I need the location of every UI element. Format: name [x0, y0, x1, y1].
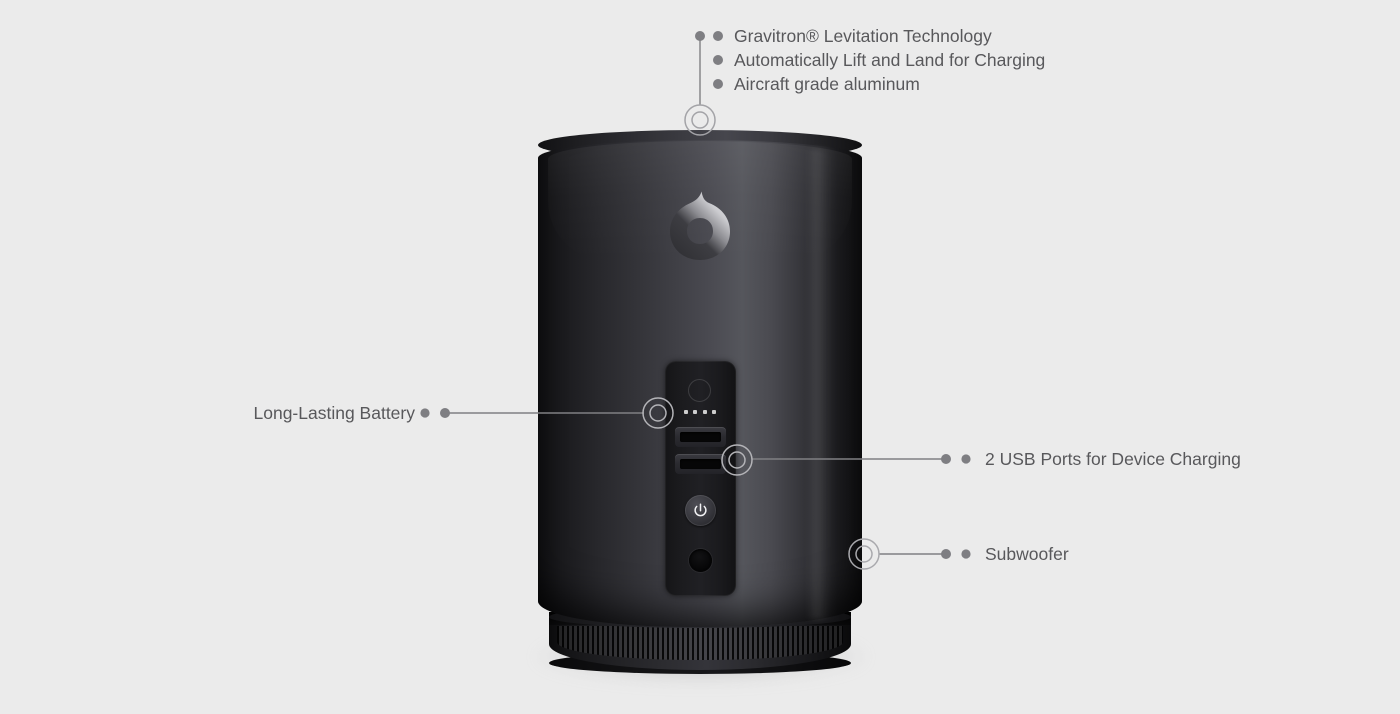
usb-port-2	[675, 454, 726, 474]
cylinder-edge-highlight	[806, 148, 840, 620]
feature-item-2: Aircraft grade aluminum	[734, 74, 920, 94]
status-led-ring-icon	[688, 379, 711, 402]
subwoofer-callout-label: Subwoofer	[985, 544, 1069, 564]
battery-dot	[693, 410, 698, 414]
battery-dot	[702, 410, 707, 414]
battery-dot	[711, 410, 716, 414]
battery-dot	[684, 410, 688, 414]
levitation-features-list: Gravitron® Levitation Technology Automat…	[734, 24, 1045, 96]
battery-callout-label: Long-Lasting Battery	[253, 403, 416, 423]
droplet-logo	[670, 191, 730, 260]
subwoofer-port	[689, 549, 712, 572]
feature-item-1: Automatically Lift and Land for Charging	[734, 50, 1046, 70]
feature-item-0: Gravitron® Levitation Technology	[734, 26, 992, 46]
battery-indicator-dots	[684, 409, 716, 415]
power-button[interactable]	[685, 495, 716, 526]
usb-port-1	[675, 427, 726, 447]
usb-callout-label: 2 USB Ports for Device Charging	[985, 449, 1241, 469]
power-icon	[694, 503, 707, 517]
